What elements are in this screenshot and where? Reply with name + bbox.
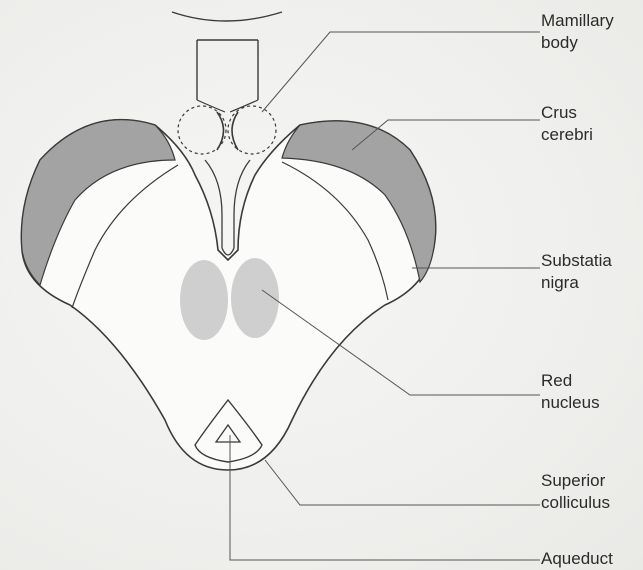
red-nucleus-left [180, 260, 228, 340]
leader-superior-colliculus [265, 460, 540, 505]
label-superior-colliculus: Superior colliculus [541, 470, 610, 514]
label-substantia-nigra: Substatia nigra [541, 250, 612, 294]
leader-mamillary-body [262, 32, 540, 112]
red-nucleus-right [231, 258, 279, 338]
stalk [172, 12, 282, 100]
label-mamillary-body: Mamillary body [541, 10, 614, 54]
label-aqueduct: Aqueduct [541, 548, 613, 570]
leader-aqueduct [230, 435, 540, 560]
label-crus-cerebri: Crus cerebri [541, 102, 593, 146]
label-red-nucleus: Red nucleus [541, 370, 600, 414]
mamillary-bodies [178, 100, 276, 154]
mamillary-body-right [228, 106, 276, 154]
